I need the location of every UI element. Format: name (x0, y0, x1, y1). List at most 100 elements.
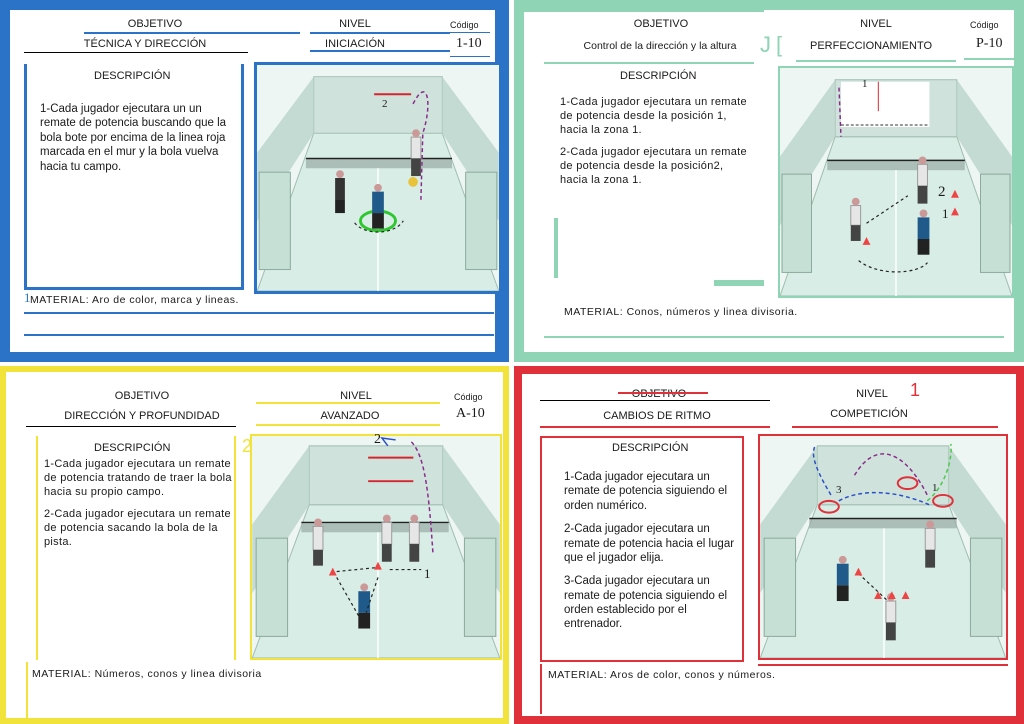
player (924, 520, 936, 568)
divider (714, 280, 764, 286)
level-label: NIVEL (340, 390, 372, 402)
target-ring (896, 476, 919, 491)
level-value: COMPETICIÓN (830, 408, 908, 420)
court-svg (257, 76, 499, 291)
back-left-glass (258, 171, 291, 271)
movement-arrow (858, 573, 889, 602)
description-item: 3-Cada jugador ejecutara un remate de po… (564, 575, 728, 631)
player (372, 183, 384, 229)
material-text: MATERIAL: Números, conos y linea divisor… (32, 668, 262, 680)
court-svg (780, 79, 1012, 296)
level-value: PERFECCIONAMIENTO (809, 40, 933, 52)
objective-label: OBJETIVO (631, 388, 687, 400)
cone (951, 207, 959, 216)
divider (24, 52, 248, 53)
movement-arrow (866, 195, 909, 224)
back-right-glass (463, 537, 497, 637)
objective-label: OBJETIVO (127, 18, 183, 30)
court-number: 1 (932, 482, 938, 494)
court-svg (760, 443, 1006, 658)
player (335, 170, 345, 214)
description-text: 1-Cada jugador ejecutara un un remate de… (40, 102, 238, 183)
cone (862, 237, 871, 245)
divider (450, 56, 490, 57)
code-label: Código (454, 392, 483, 402)
court-diagram (778, 66, 1014, 298)
divider-glyph: [ (776, 32, 783, 57)
movement-arrow (336, 567, 377, 573)
cone (901, 591, 910, 600)
ball-trajectory (926, 443, 952, 502)
code-value: A-10 (456, 406, 485, 421)
objective-label: OBJETIVO (114, 390, 170, 402)
description-item: 2-Cada jugador ejecutara un remate de po… (44, 508, 231, 548)
divider (310, 32, 450, 34)
level-value: INICIACIÓN (325, 38, 385, 50)
material-text: MATERIAL: Aros de color, conos y números… (548, 669, 776, 681)
court-number: 2 (938, 184, 946, 200)
ball-trajectory (380, 436, 396, 447)
divider (310, 50, 450, 52)
back-right-glass (969, 537, 1003, 637)
level-value: AVANZADO (320, 410, 380, 422)
net (809, 518, 957, 529)
net (301, 522, 449, 533)
level-label: NIVEL (339, 18, 371, 30)
ball-trajectory (412, 91, 429, 202)
ball-trajectory (838, 491, 930, 506)
court-number: 1 (942, 206, 949, 221)
code-label: Código (450, 20, 479, 30)
movement-arrow (858, 260, 928, 273)
divider (544, 62, 754, 64)
back-left-glass (781, 173, 812, 273)
divider (618, 392, 708, 394)
description-item: 2-Cada jugador ejecutara un remate de po… (560, 146, 747, 186)
back-left-glass (763, 537, 797, 637)
ball-trajectory (838, 87, 842, 137)
description-item: 2-Cada jugador ejecutara un remate de po… (564, 523, 735, 564)
court-number: 2 (374, 432, 381, 447)
divider (540, 426, 770, 428)
card-ritmo: OBJETIVO CAMBIOS DE RITMO NIVEL 1 COMPET… (382, 98, 1024, 724)
divider (758, 664, 1008, 666)
code-value: 1-10 (456, 36, 482, 51)
card-control: OBJETIVO Control de la dirección y la al… (514, 0, 1024, 362)
card-tecnica: OBJETIVO TÉCNICA Y DIRECCIÓN NIVEL INICI… (0, 0, 509, 362)
divider (26, 426, 236, 427)
player (410, 129, 422, 177)
player (408, 514, 420, 562)
objective-value: TÉCNICA Y DIRECCIÓN (83, 38, 207, 50)
back-left-glass (255, 537, 289, 637)
marker (408, 177, 418, 187)
material-text: MATERIAL: Aro de color, marca y lineas. (30, 294, 239, 306)
description-label: DESCRIPCIÓN (94, 70, 171, 82)
objective-label: OBJETIVO (633, 18, 689, 30)
target-ring (932, 493, 954, 508)
cone (854, 567, 863, 576)
court-number: 2 (242, 436, 253, 456)
description-label: DESCRIPCIÓN (612, 442, 689, 454)
description-text: 1-Cada jugador ejecutara un remate de po… (44, 458, 234, 559)
description-label: DESCRIPCIÓN (620, 70, 697, 82)
objective-value: CAMBIOS DE RITMO (603, 410, 711, 422)
description-text: 1-Cada jugador ejecutara un remate de po… (560, 96, 750, 197)
divider (26, 662, 28, 722)
material-text: MATERIAL: Conos, números y linea divisor… (564, 306, 798, 318)
court-diagram (254, 62, 502, 294)
description-item: 1-Cada jugador ejecutara un remate de po… (44, 458, 232, 498)
ball-trajectory (812, 445, 832, 496)
divider (256, 402, 440, 404)
cone (374, 561, 382, 570)
description-box (540, 436, 744, 662)
divider (544, 336, 1004, 338)
level-label: NIVEL (856, 388, 888, 400)
divider (524, 10, 764, 12)
court-diagram (758, 434, 1008, 660)
description-item: 1-Cada jugador ejecutara un remate de po… (564, 471, 728, 512)
ball-trajectory (853, 453, 928, 496)
description-box (24, 64, 244, 290)
cone (874, 591, 883, 600)
code-value: P-10 (976, 36, 1003, 51)
court-number: 1 (910, 380, 921, 400)
description-item: 1-Cada jugador ejecutara un un remate de… (40, 103, 227, 173)
